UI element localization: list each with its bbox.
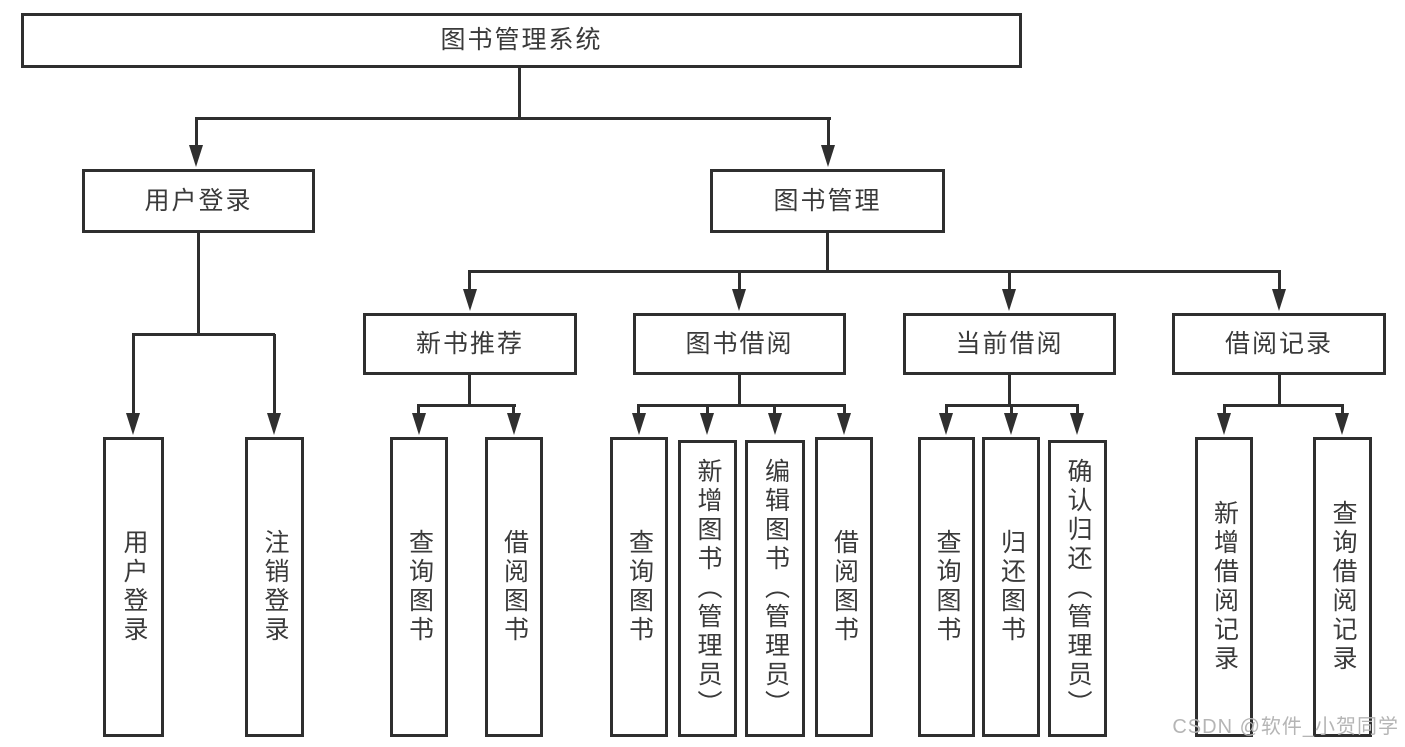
connector-line — [738, 271, 741, 291]
leaf-query-book-rec: 查询图书 — [390, 437, 448, 737]
arrow-down-icon — [939, 413, 953, 435]
leaf-user-login: 用户登录 — [103, 437, 164, 737]
arrow-down-icon — [507, 413, 521, 435]
connector-line — [827, 118, 830, 150]
node-current-borrow: 当前借阅 — [903, 313, 1116, 375]
leaf-borrow-book-rec: 借阅图书 — [485, 437, 543, 737]
connector-line — [945, 405, 948, 416]
connector-line — [468, 271, 471, 291]
node-root-label: 图书管理系统 — [440, 26, 603, 54]
leaf-query-book-current: 查询图书 — [918, 437, 975, 737]
leaf-logout-label: 注销登录 — [261, 529, 289, 645]
arrow-down-icon — [1070, 413, 1084, 435]
leaf-query-book-borrow: 查询图书 — [610, 437, 668, 737]
leaf-add-book: 新增图书（管理员） — [678, 440, 737, 737]
arrow-down-icon — [1004, 413, 1018, 435]
leaf-confirm-return-label: 确认归还（管理员） — [1064, 458, 1092, 719]
arrow-down-icon — [1335, 413, 1349, 435]
arrow-down-icon — [768, 413, 782, 435]
connector-line — [1341, 405, 1344, 416]
connector-line — [468, 373, 471, 406]
leaf-query-book-rec-label: 查询图书 — [405, 529, 434, 645]
leaf-confirm-return: 确认归还（管理员） — [1048, 440, 1107, 737]
node-book-borrow: 图书借阅 — [633, 313, 846, 375]
node-user-login: 用户登录 — [82, 169, 315, 233]
leaf-query-book-borrow-label: 查询图书 — [625, 529, 654, 645]
leaf-query-book-current-label: 查询图书 — [933, 529, 961, 645]
connector-line — [1223, 405, 1226, 416]
connector-line — [197, 231, 200, 335]
connector-line — [738, 373, 741, 406]
arrow-down-icon — [189, 145, 203, 167]
arrow-down-icon — [1217, 413, 1231, 435]
connector-line — [132, 333, 275, 336]
leaf-return-book: 归还图书 — [982, 437, 1040, 737]
leaf-edit-book-label: 编辑图书（管理员） — [761, 458, 790, 719]
connector-line — [637, 405, 640, 416]
leaf-logout: 注销登录 — [245, 437, 304, 737]
arrow-down-icon — [463, 289, 477, 311]
node-borrow-records: 借阅记录 — [1172, 313, 1386, 375]
connector-line — [417, 404, 516, 407]
arrow-down-icon — [126, 413, 140, 435]
connector-line — [1076, 405, 1079, 416]
leaf-user-login-label: 用户登录 — [120, 529, 148, 645]
leaf-add-borrow-record: 新增借阅记录 — [1195, 437, 1253, 737]
connector-line — [706, 405, 709, 416]
leaf-borrow-book-rec-label: 借阅图书 — [500, 529, 529, 645]
arrow-down-icon — [1272, 289, 1286, 311]
connector-line — [468, 270, 1281, 273]
leaf-borrow-book-borrow-label: 借阅图书 — [830, 529, 859, 645]
csdn-watermark: CSDN @软件_小贺同学 — [1172, 716, 1399, 738]
connector-line — [826, 231, 829, 273]
arrow-down-icon — [732, 289, 746, 311]
leaf-return-book-label: 归还图书 — [997, 529, 1026, 645]
leaf-add-book-label: 新增图书（管理员） — [694, 458, 722, 719]
connector-line — [273, 334, 276, 415]
arrow-down-icon — [700, 413, 714, 435]
arrow-down-icon — [837, 413, 851, 435]
node-book-borrow-label: 图书借阅 — [685, 329, 794, 358]
node-root: 图书管理系统 — [21, 13, 1022, 68]
node-book-mgmt-label: 图书管理 — [773, 186, 882, 215]
node-user-login-label: 用户登录 — [144, 186, 253, 215]
connector-line — [1008, 373, 1011, 406]
leaf-add-borrow-record-label: 新增借阅记录 — [1210, 500, 1239, 674]
connector-line — [843, 405, 846, 416]
connector-line — [1278, 373, 1281, 406]
connector-line — [1223, 404, 1344, 407]
arrow-down-icon — [821, 145, 835, 167]
leaf-edit-book: 编辑图书（管理员） — [745, 440, 805, 737]
connector-line — [195, 118, 198, 150]
connector-line — [1008, 271, 1011, 291]
arrow-down-icon — [1002, 289, 1016, 311]
connector-line — [637, 404, 846, 407]
connector-line — [195, 117, 831, 120]
connector-line — [773, 405, 776, 416]
connector-line — [1278, 271, 1281, 291]
connector-line — [132, 334, 135, 415]
arrow-down-icon — [632, 413, 646, 435]
node-current-borrow-label: 当前借阅 — [955, 329, 1064, 358]
connector-line — [417, 405, 420, 416]
connector-line — [1010, 405, 1013, 416]
connector-line — [518, 66, 521, 119]
leaf-query-borrow-record-label: 查询借阅记录 — [1329, 500, 1357, 674]
node-borrow-records-label: 借阅记录 — [1224, 329, 1333, 358]
leaf-borrow-book-borrow: 借阅图书 — [815, 437, 873, 737]
node-new-book-rec: 新书推荐 — [363, 313, 577, 375]
arrow-down-icon — [267, 413, 281, 435]
node-new-book-rec-label: 新书推荐 — [415, 329, 524, 358]
connector-line — [512, 405, 515, 416]
node-book-mgmt: 图书管理 — [710, 169, 945, 233]
leaf-query-borrow-record: 查询借阅记录 — [1313, 437, 1372, 737]
arrow-down-icon — [412, 413, 426, 435]
